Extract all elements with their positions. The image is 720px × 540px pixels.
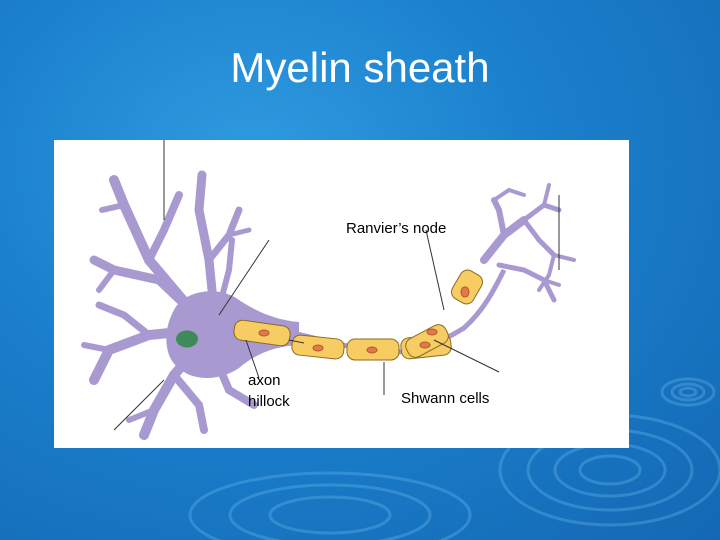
myelin-nuclei bbox=[258, 286, 470, 354]
neuron-diagram: Ranvier’s node axon hillock Shwann cells bbox=[54, 140, 629, 448]
axon-hillock-label: axon hillock bbox=[248, 370, 290, 412]
ranvier-node-label: Ranvier’s node bbox=[346, 220, 447, 237]
pointer-lines bbox=[113, 140, 560, 431]
cell-body bbox=[166, 291, 299, 378]
neuron-illustration bbox=[81, 140, 576, 440]
axon-terminals bbox=[480, 183, 576, 303]
axon-hillock-label-line1: axon bbox=[248, 372, 281, 389]
cell-nucleus bbox=[176, 330, 198, 348]
shwann-cells-label: Shwann cells bbox=[401, 390, 490, 407]
slide-title: Myelin sheath bbox=[230, 44, 490, 91]
axon-hillock-label-line2: hillock bbox=[248, 393, 290, 410]
